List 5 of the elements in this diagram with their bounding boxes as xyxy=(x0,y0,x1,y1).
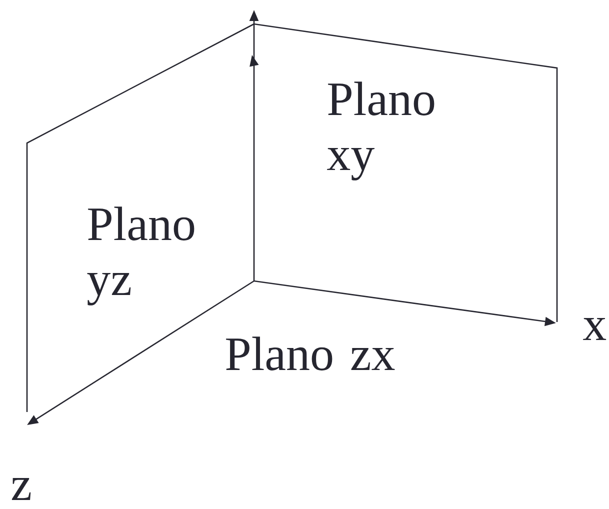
plane-label: Plano yz xyxy=(87,206,194,306)
axis-label: z xyxy=(12,478,31,500)
plane-label: Plano zx xyxy=(226,336,395,370)
plane-label: Plano xy xyxy=(327,82,434,180)
axis-label: x xyxy=(583,318,606,340)
